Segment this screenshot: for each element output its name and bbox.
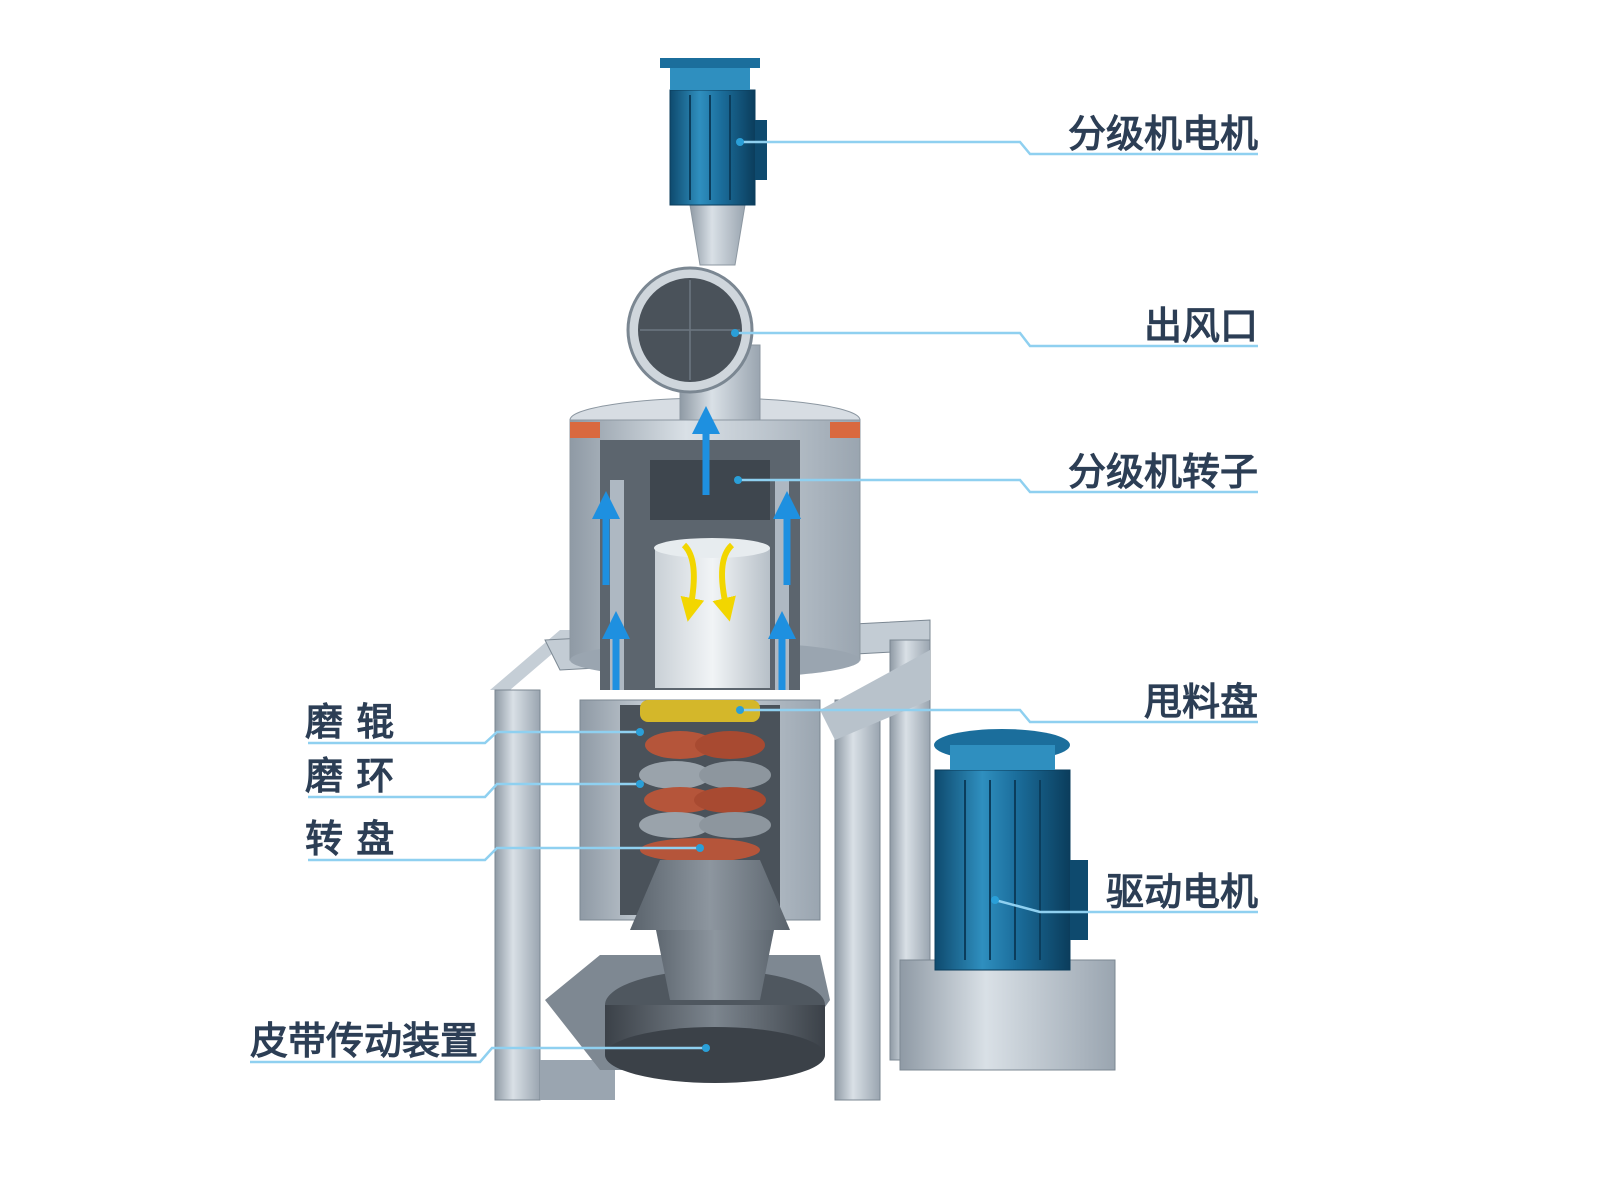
machine-illustration [490, 58, 1116, 1101]
label-grinding-roller: 磨 辊 [305, 700, 394, 744]
labels: 分级机电机 出风口 分级机转子 甩料盘 磨 辊 磨 环 转 盘 驱动电机 皮带传… [250, 112, 1258, 1063]
material-arrows [680, 542, 736, 622]
drive-motor [899, 729, 1116, 1071]
label-air-outlet: 出风口 [1144, 304, 1258, 348]
label-drive-motor: 驱动电机 [1106, 870, 1258, 914]
leader-lines [250, 138, 1258, 1064]
label-grinding-ring: 磨 环 [305, 754, 394, 798]
air-outlet-duct [626, 266, 761, 421]
label-belt-drive: 皮带传动装置 [250, 1019, 478, 1063]
airflow-arrows [592, 406, 801, 690]
classifier-motor [660, 58, 767, 266]
grinding-chamber [579, 699, 821, 930]
label-turntable: 转 盘 [305, 817, 394, 861]
label-classifier-rotor: 分级机转子 [1068, 450, 1258, 494]
label-classifier-motor: 分级机电机 [1068, 112, 1258, 156]
label-material-disc: 甩料盘 [1144, 680, 1258, 724]
